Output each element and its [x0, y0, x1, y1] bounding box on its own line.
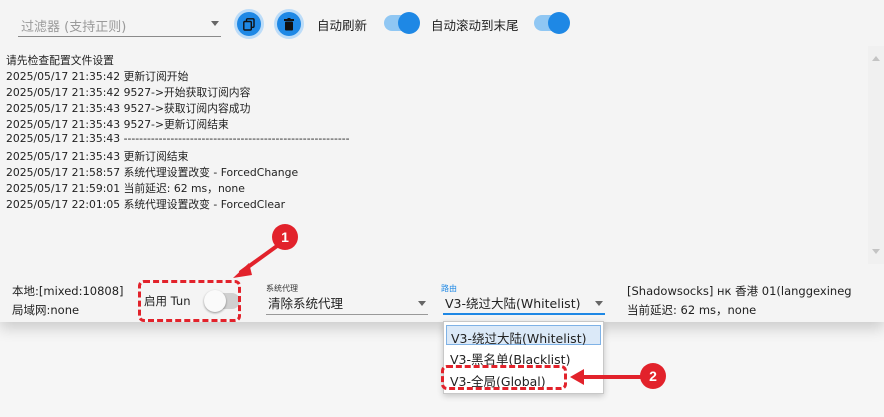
log-line: 2025/05/17 21:35:42 9527->开始获取订阅内容	[6, 86, 251, 99]
scroll-down-icon[interactable]	[872, 249, 880, 254]
chevron-down-icon	[595, 301, 603, 306]
log-scrollbar[interactable]	[868, 46, 884, 264]
route-underline	[443, 313, 605, 315]
filter-placeholder: 过滤器 (支持正则)	[21, 20, 127, 35]
main-window: 过滤器 (支持正则) 自动刷新 自动滚动到末尾 请先检查配置文件设置 2025/…	[0, 0, 884, 322]
copy-button[interactable]	[237, 12, 261, 36]
chevron-down-icon[interactable]	[211, 21, 219, 26]
route-option-whitelist[interactable]: V3-绕过大陆(Whitelist)	[446, 325, 601, 346]
status-bar: 本地:[mixed:10808] 局域网:none 启用 Tun 系统代理 清除…	[0, 264, 884, 322]
copy-icon	[243, 17, 255, 31]
log-line: 2025/05/17 21:35:43 更新订阅结束	[6, 150, 189, 163]
tun-label: 启用 Tun	[144, 294, 191, 308]
callout-box-tun	[138, 280, 241, 322]
arrow-head-icon	[233, 263, 252, 278]
log-line: 2025/05/17 21:58:57 系统代理设置改变 - ForcedCha…	[6, 166, 299, 179]
latency-text: 当前延迟: 62 ms，none	[627, 303, 757, 317]
route-option-blacklist[interactable]: V3-黑名单(Blacklist)	[450, 352, 571, 367]
system-proxy-select[interactable]: 清除系统代理	[266, 293, 428, 313]
route-value: V3-绕过大陆(Whitelist)	[445, 296, 581, 311]
filter-input[interactable]: 过滤器 (支持正则)	[18, 10, 221, 37]
log-panel: 请先检查配置文件设置 2025/05/17 21:35:42 更新订阅开始 20…	[0, 46, 884, 264]
auto-refresh-toggle[interactable]	[384, 12, 420, 34]
lan-text: 局域网:none	[12, 303, 80, 317]
clear-log-button[interactable]	[277, 12, 301, 36]
scroll-up-icon[interactable]	[872, 56, 880, 61]
route-caption: 路由	[441, 284, 457, 293]
route-option-global[interactable]: V3-全局(Global)	[450, 374, 546, 389]
log-line: 2025/05/17 21:35:43 --------------------…	[6, 132, 350, 145]
system-proxy-value: 清除系统代理	[268, 296, 344, 311]
route-select[interactable]: V3-绕过大陆(Whitelist)	[443, 293, 605, 313]
auto-refresh-label: 自动刷新	[317, 18, 368, 33]
log-line: 2025/05/17 21:35:42 更新订阅开始	[6, 70, 189, 83]
toggle-knob	[204, 290, 226, 312]
log-line: 2025/05/17 21:59:01 当前延迟: 62 ms，none	[6, 182, 245, 195]
log-line: 2025/05/17 21:35:43 9527->更新订阅结束	[6, 118, 229, 131]
chevron-down-icon	[418, 301, 426, 306]
route-dropdown: V3-绕过大陆(Whitelist) V3-黑名单(Blacklist) V3-…	[443, 321, 604, 394]
log-line: 请先检查配置文件设置	[6, 54, 114, 67]
local-port-text: 本地:[mixed:10808]	[12, 284, 124, 298]
toolbar: 过滤器 (支持正则) 自动刷新 自动滚动到末尾	[0, 0, 884, 46]
system-proxy-underline	[266, 314, 428, 315]
trash-icon	[284, 17, 294, 30]
auto-scroll-label: 自动滚动到末尾	[431, 18, 519, 33]
toggle-knob	[398, 12, 420, 34]
current-server-text: [Shadowsocks] нк 香港 01(langgexineg	[627, 284, 852, 298]
arrow-head-icon	[570, 369, 584, 385]
log-line: 2025/05/17 21:35:43 9527->获取订阅内容成功	[6, 102, 251, 115]
log-line: 2025/05/17 22:01:05 系统代理设置改变 - ForcedCle…	[6, 198, 286, 211]
callout-box-global	[441, 365, 567, 390]
callout-badge-2: 2	[640, 363, 666, 389]
tun-toggle[interactable]	[204, 290, 240, 312]
callout-badge-1: 1	[272, 224, 298, 250]
system-proxy-caption: 系统代理	[266, 284, 298, 293]
toggle-knob	[548, 12, 570, 34]
auto-scroll-toggle[interactable]	[534, 12, 570, 34]
